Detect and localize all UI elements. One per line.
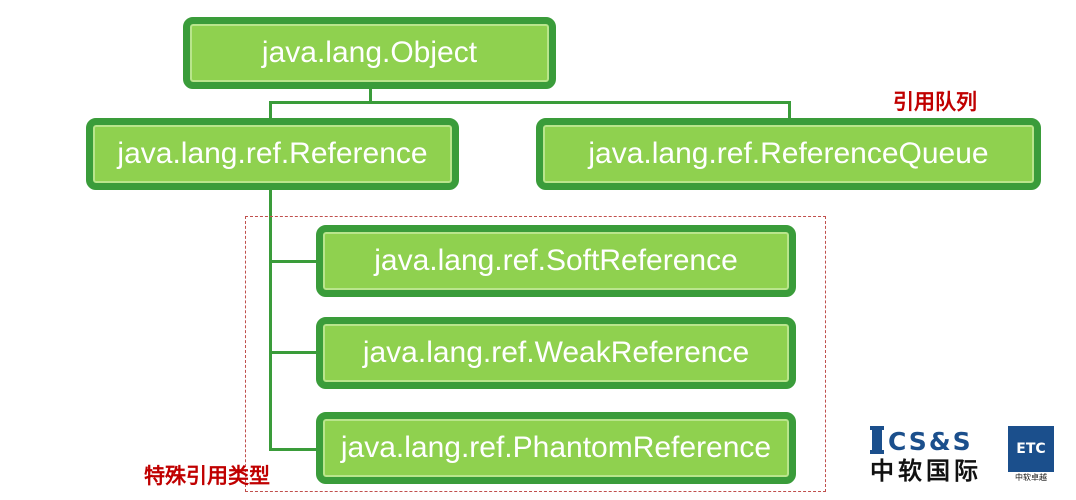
node-label: java.lang.ref.SoftReference [374,244,738,277]
connector-to-weak [269,351,321,354]
node-label: java.lang.ref.ReferenceQueue [588,137,989,170]
connector-to-phantom [269,448,321,451]
node-label: java.lang.ref.WeakReference [362,336,750,369]
logo-badge: ETC [1016,441,1045,457]
label-special-reference-types: 特殊引用类型 [144,464,270,488]
node-reference-queue: java.lang.ref.ReferenceQueue [536,118,1041,190]
node-label: java.lang.ref.PhantomReference [340,431,772,464]
company-logo: CS&S 中软国际 ETC 中软卓越 [870,426,1060,485]
connector-to-soft [269,260,321,263]
connector-object-branch [269,101,790,104]
node-reference: java.lang.ref.Reference [86,118,459,190]
node-label: java.lang.Object [261,36,478,69]
logo-badge-sub: 中软卓越 [1015,472,1047,482]
connector-to-reference [269,101,272,121]
node-java-lang-object: java.lang.Object [183,17,556,89]
node-weak-reference: java.lang.ref.WeakReference [316,317,796,389]
logo-brand-latin: CS&S [888,427,973,456]
connector-reference-trunk [269,187,272,451]
special-reference-group [245,216,826,492]
node-soft-reference: java.lang.ref.SoftReference [316,225,796,297]
label-reference-queue: 引用队列 [893,90,977,114]
node-phantom-reference: java.lang.ref.PhantomReference [316,412,796,484]
connector-to-reference-queue [788,101,791,121]
logo-brand-cn: 中软国际 [870,457,982,482]
node-label: java.lang.ref.Reference [117,137,428,170]
connector-object-down [369,86,372,103]
logo-graphic: CS&S 中软国际 ETC 中软卓越 [870,426,1054,485]
